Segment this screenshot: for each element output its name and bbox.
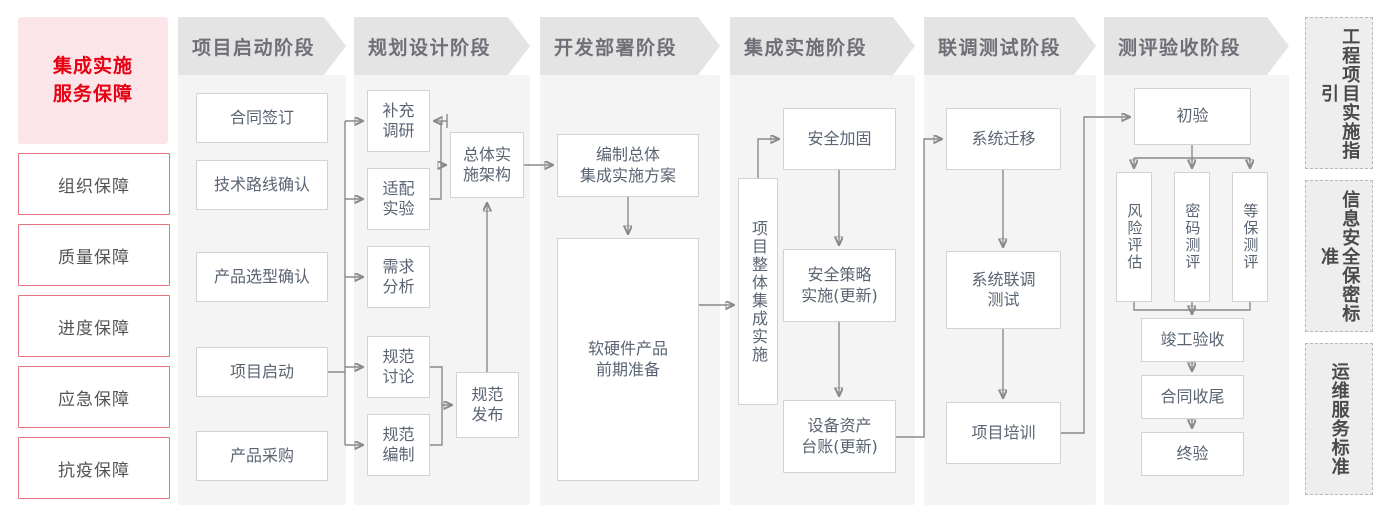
node-system-migration[interactable]: 系统迁移 (946, 108, 1061, 170)
phase-title: 开发部署阶段 (554, 36, 678, 59)
phase-title: 测评验收阶段 (1118, 36, 1242, 59)
phase-header-joint-test[interactable]: 联调测试阶段 (924, 17, 1096, 75)
node-security-hardening[interactable]: 安全加固 (783, 108, 896, 170)
node-spec-discussion[interactable]: 规范讨论 (367, 336, 430, 398)
node-contract-closeout[interactable]: 合同收尾 (1141, 375, 1244, 419)
node-risk-assessment[interactable]: 风险评估 (1116, 172, 1152, 302)
node-label: 安全加固 (807, 128, 872, 148)
guarantee-item-organization[interactable]: 组织保障 (18, 153, 170, 215)
guarantee-hero-line2: 服务保障 (52, 82, 133, 105)
node-crypto-evaluation[interactable]: 密码测评 (1174, 172, 1210, 302)
node-security-policy[interactable]: 安全策略实施(更新) (783, 249, 896, 322)
node-label: 项目培训 (971, 422, 1036, 442)
phase-title: 项目启动阶段 (192, 36, 316, 59)
node-label: 总体实施架构 (462, 144, 511, 184)
guarantee-item-epidemic[interactable]: 抗疫保障 (18, 437, 170, 499)
node-hw-sw-preparation[interactable]: 软硬件产品前期准备 (557, 238, 699, 481)
std-label: 运维服务标准 (1328, 362, 1350, 476)
std-label: 信息安全保密标准 (1318, 189, 1361, 323)
node-label: 竣工验收 (1160, 329, 1225, 349)
node-label: 合同签订 (229, 107, 294, 127)
guarantee-item-schedule[interactable]: 进度保障 (18, 295, 170, 357)
node-label: 项目整体集成实施 (749, 219, 768, 364)
node-label: 软硬件产品前期准备 (587, 339, 668, 379)
node-supplementary-research[interactable]: 补充调研 (367, 90, 430, 152)
std-engineering-guide[interactable]: 工程项目实施指引 (1305, 17, 1373, 169)
phase-title: 集成实施阶段 (744, 36, 868, 59)
node-label: 产品采购 (229, 445, 294, 465)
node-label: 系统联调测试 (971, 269, 1036, 309)
phase-header-dev-deploy[interactable]: 开发部署阶段 (540, 17, 720, 75)
guarantee-hero-line1: 集成实施 (52, 54, 133, 77)
node-system-joint-test[interactable]: 系统联调测试 (946, 251, 1061, 329)
node-product-selection[interactable]: 产品选型确认 (196, 252, 328, 302)
node-spec-drafting[interactable]: 规范编制 (367, 414, 430, 476)
node-label: 终验 (1176, 443, 1209, 463)
node-label: 项目启动 (229, 361, 294, 381)
node-label: 等保测评 (1241, 203, 1260, 271)
guarantee-item-emergency[interactable]: 应急保障 (18, 366, 170, 428)
node-contract-signing[interactable]: 合同签订 (196, 93, 328, 143)
node-label: 合同收尾 (1160, 386, 1225, 406)
guarantee-item-label: 应急保障 (58, 389, 130, 410)
guarantee-item-quality[interactable]: 质量保障 (18, 224, 170, 286)
node-label: 规范讨论 (382, 346, 415, 386)
phase-title: 规划设计阶段 (368, 36, 492, 59)
node-label: 设备资产台账(更新) (801, 416, 878, 456)
node-requirement-analysis[interactable]: 需求分析 (367, 246, 430, 308)
node-final-acceptance[interactable]: 终验 (1141, 432, 1244, 476)
guarantee-item-label: 进度保障 (58, 318, 130, 339)
node-label: 密码测评 (1183, 203, 1202, 271)
node-label: 技术路线确认 (213, 174, 310, 194)
node-product-purchase[interactable]: 产品采购 (196, 431, 328, 481)
node-mlps-evaluation[interactable]: 等保测评 (1232, 172, 1268, 302)
node-project-kickoff[interactable]: 项目启动 (196, 347, 328, 397)
node-asset-ledger[interactable]: 设备资产台账(更新) (783, 400, 896, 473)
node-tech-route-confirm[interactable]: 技术路线确认 (196, 160, 328, 210)
phase-header-evaluation-acceptance[interactable]: 测评验收阶段 (1104, 17, 1289, 75)
node-label: 需求分析 (382, 256, 415, 296)
node-label: 风险评估 (1125, 203, 1144, 271)
std-label: 工程项目实施指引 (1318, 26, 1361, 160)
guarantee-item-label: 抗疫保障 (58, 460, 130, 481)
phase-header-planning-design[interactable]: 规划设计阶段 (354, 17, 530, 75)
node-label: 规范编制 (382, 424, 415, 464)
node-spec-release[interactable]: 规范发布 (456, 372, 519, 438)
phase-title: 联调测试阶段 (938, 36, 1062, 59)
phase-header-integration[interactable]: 集成实施阶段 (730, 17, 915, 75)
node-adaptation-test[interactable]: 适配实验 (367, 168, 430, 230)
std-ops-service[interactable]: 运维服务标准 (1305, 343, 1373, 495)
guarantee-item-label: 组织保障 (58, 176, 130, 197)
node-label: 产品选型确认 (213, 266, 310, 286)
guarantee-hero-card: 集成实施 服务保障 (18, 17, 168, 144)
std-infosec-standard[interactable]: 信息安全保密标准 (1305, 180, 1373, 332)
guarantee-item-label: 质量保障 (58, 247, 130, 268)
node-project-training[interactable]: 项目培训 (946, 402, 1061, 464)
node-overall-architecture[interactable]: 总体实施架构 (450, 132, 524, 198)
node-label: 初验 (1176, 106, 1209, 126)
node-integration-plan[interactable]: 编制总体集成实施方案 (557, 134, 699, 197)
node-project-overall-integration[interactable]: 项目整体集成实施 (738, 178, 778, 405)
node-label: 适配实验 (382, 178, 415, 218)
node-label: 补充调研 (382, 100, 415, 140)
phase-header-project-start[interactable]: 项目启动阶段 (178, 17, 346, 75)
node-label: 编制总体集成实施方案 (579, 145, 676, 185)
node-completion-acceptance[interactable]: 竣工验收 (1141, 318, 1244, 362)
node-label: 系统迁移 (971, 128, 1036, 148)
node-preliminary-acceptance[interactable]: 初验 (1134, 88, 1251, 145)
node-label: 安全策略实施(更新) (801, 265, 878, 305)
node-label: 规范发布 (471, 384, 504, 424)
